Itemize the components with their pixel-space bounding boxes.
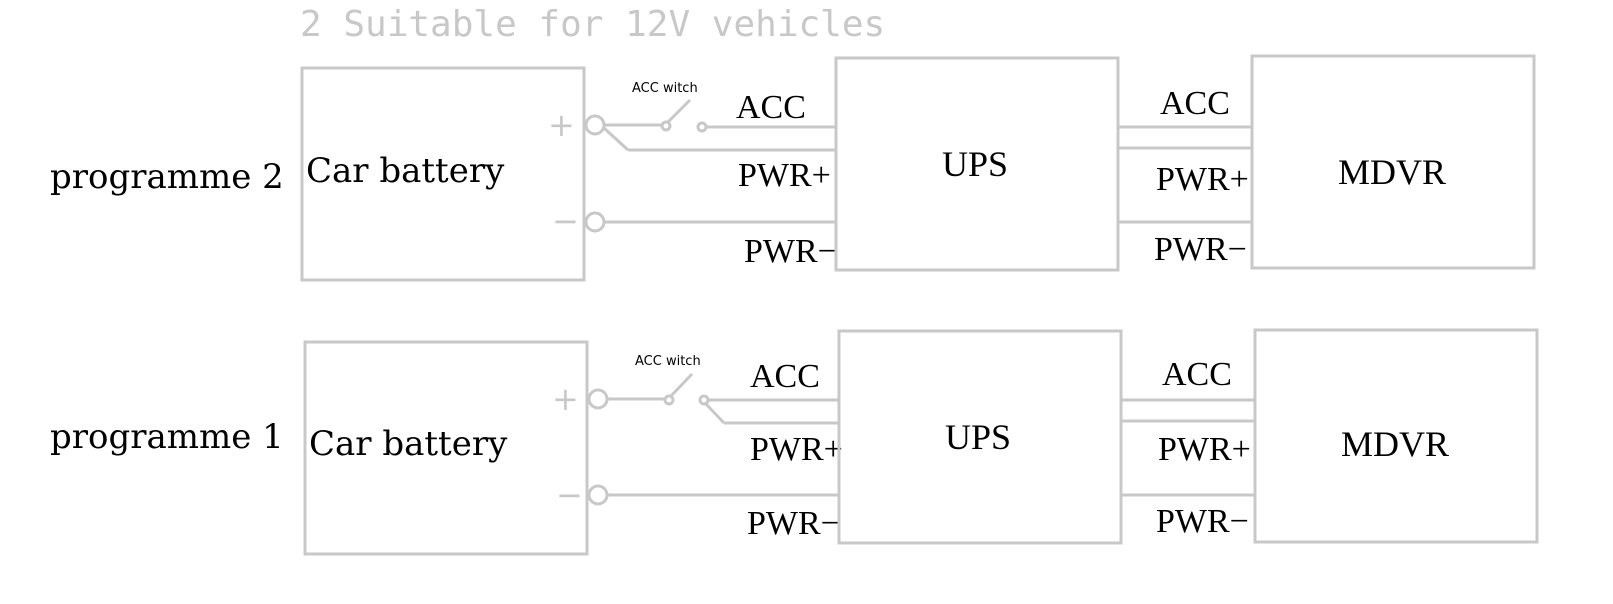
diagram-title: 2 Suitable for 12V vehicles (300, 4, 885, 45)
programme-1-acc-switch-blade (669, 372, 694, 398)
programme-2-switch-contact-b (696, 121, 708, 133)
programme-2-pwr-plus-branch (602, 126, 630, 152)
programme-1-acc-switch-label: ACC witch (635, 354, 701, 369)
programme-2-right-pwr-plus-label: PWR+ (1156, 161, 1249, 198)
programme-2-right-pwr-minus-label: PWR− (1154, 231, 1247, 268)
programme-2-plus-terminal (584, 114, 606, 136)
programme-2-minus-terminal (584, 211, 606, 233)
programme-2-acc-switch-label: ACC witch (632, 81, 698, 96)
programme-2-battery-box (300, 66, 586, 282)
programme-1-switch-contact-a (663, 394, 675, 406)
programme-1-battery-label: Car battery (309, 424, 508, 464)
programme-1-pwr-plus-branch (704, 402, 726, 425)
programme-2-left-acc-label: ACC (736, 89, 806, 126)
programme-1-battery-box (303, 340, 589, 556)
programme-1-left-pwr-minus-label: PWR− (747, 505, 840, 542)
programme-2-minus-terminal-label: − (552, 202, 579, 240)
programme-1-right-pwr-minus-label: PWR− (1156, 503, 1249, 540)
programme-1-mdvr-box (1253, 328, 1539, 544)
programme-2-mdvr-label: MDVR (1338, 152, 1446, 192)
programme-2-right-acc-label: ACC (1160, 85, 1230, 122)
programme-1-mdvr-label: MDVR (1341, 424, 1449, 464)
programme-2-label: programme 2 (50, 157, 284, 197)
programme-1-plus-terminal (587, 388, 609, 410)
programme-1-left-acc-label: ACC (750, 358, 820, 395)
programme-1-right-acc-label: ACC (1162, 356, 1232, 393)
programme-1-right-pwr-plus-label: PWR+ (1158, 431, 1251, 468)
programme-2-ups-box (834, 56, 1120, 272)
programme-1-ups-label: UPS (945, 417, 1011, 457)
programme-2-left-pwr-minus-label: PWR− (744, 233, 837, 270)
programme-2-ups-label: UPS (942, 144, 1008, 184)
programme-1-minus-terminal (587, 484, 609, 506)
programme-2-mdvr-box (1250, 54, 1536, 270)
programme-2-left-pwr-plus-label: PWR+ (738, 157, 831, 194)
programme-1-switch-contact-b (698, 394, 710, 406)
programme-1-label: programme 1 (50, 417, 284, 457)
programme-2-switch-contact-a (660, 120, 672, 132)
programme-1-wiring: programme 1 Car battery + − ACC witch AC… (50, 328, 1539, 556)
programme-2-wiring: programme 2 Car battery + − ACC witch AC… (50, 54, 1536, 282)
programme-2-battery-label: Car battery (306, 151, 505, 191)
programme-2-plus-terminal-label: + (548, 106, 575, 144)
programme-2-acc-switch-blade (666, 98, 692, 124)
programme-1-minus-terminal-label: − (556, 476, 583, 514)
programme-1-left-pwr-plus-label: PWR+ (750, 431, 843, 468)
programme-1-plus-terminal-label: + (552, 380, 579, 418)
programme-1-ups-box (837, 329, 1123, 545)
